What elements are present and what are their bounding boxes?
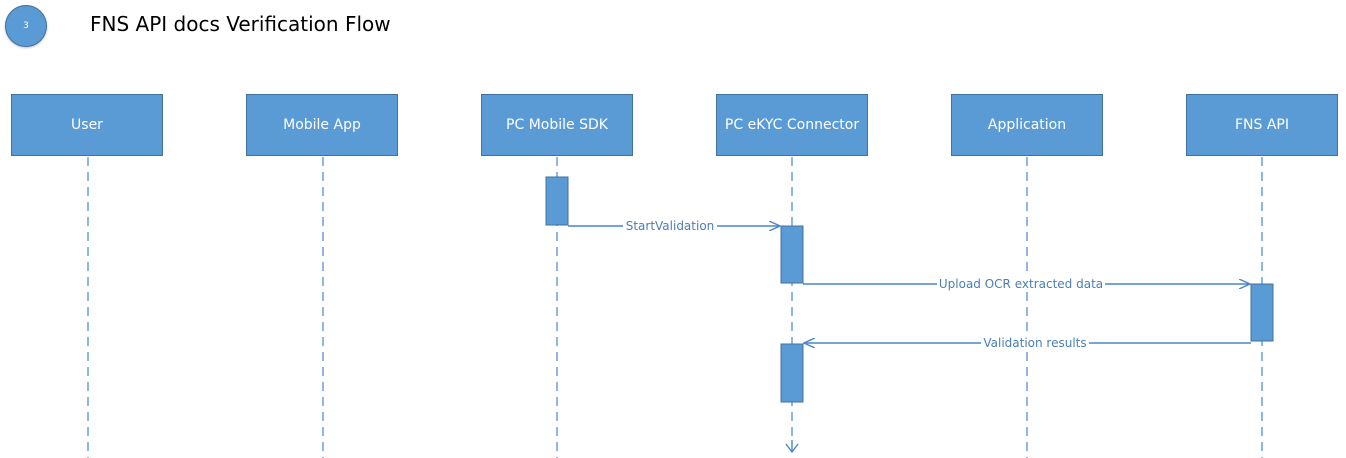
step-badge: 3 <box>5 5 47 47</box>
participant-label: PC eKYC Connector <box>724 117 860 133</box>
participant-label: User <box>71 117 103 133</box>
activation-bar-fns-api <box>1250 283 1274 342</box>
participant-pc-ekyc-connector: PC eKYC Connector <box>716 94 868 156</box>
participant-label: Mobile App <box>283 117 361 133</box>
participant-label: PC Mobile SDK <box>506 117 608 133</box>
message-label-start-validation: StartValidation <box>626 219 715 233</box>
participant-fns-api: FNS API <box>1186 94 1338 156</box>
activation-bar-pc-ekyc-connector <box>780 225 804 284</box>
lifeline-end-arrowhead <box>785 443 799 454</box>
participant-application: Application <box>951 94 1103 156</box>
activation-bar-pc-ekyc-connector-return <box>780 343 804 403</box>
step-number: 3 <box>23 21 29 31</box>
diagram-title: FNS API docs Verification Flow <box>90 12 391 36</box>
message-label-upload-ocr: Upload OCR extracted data <box>939 277 1103 291</box>
message-label-validation-results: Validation results <box>983 336 1086 350</box>
activation-bar-pc-mobile-sdk <box>545 176 569 226</box>
participant-label: FNS API <box>1234 117 1289 133</box>
participant-mobile-app: Mobile App <box>246 94 398 156</box>
participant-label: Application <box>987 117 1067 133</box>
participant-user: User <box>11 94 163 156</box>
participant-pc-mobile-sdk: PC Mobile SDK <box>481 94 633 156</box>
